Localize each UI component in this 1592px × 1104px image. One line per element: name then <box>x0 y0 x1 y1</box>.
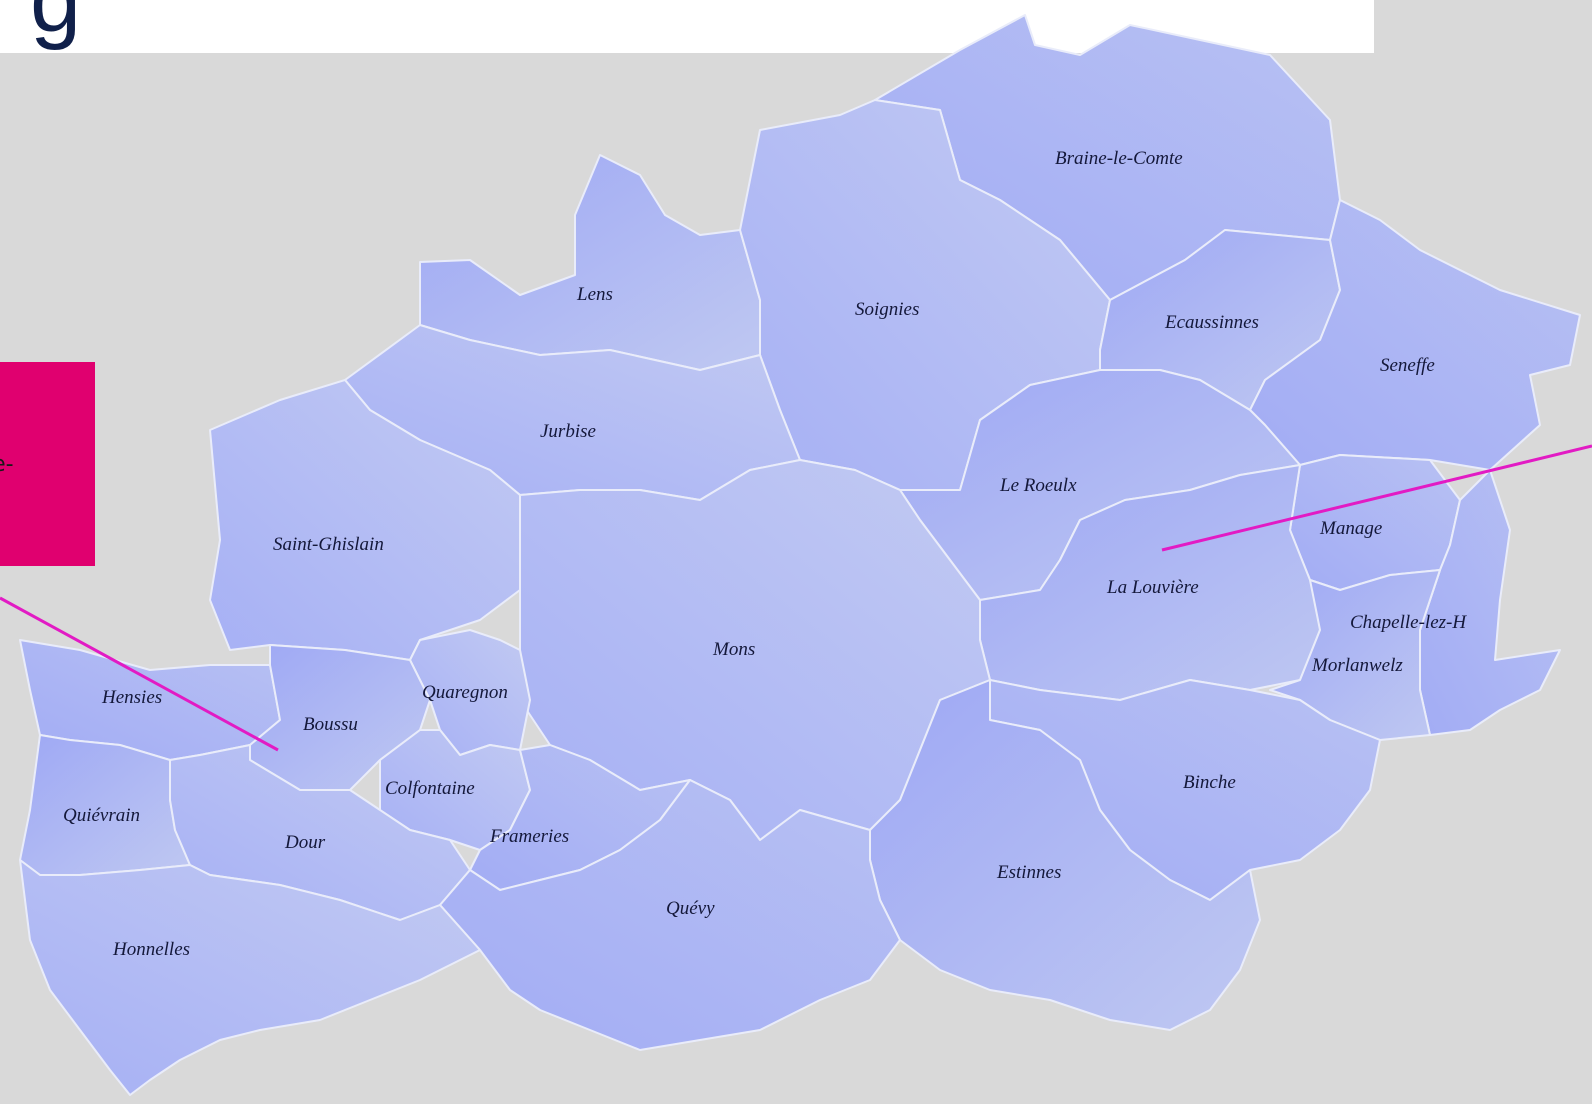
region-saint-ghislain[interactable] <box>209 379 521 661</box>
page-title-fragment: g <box>30 0 82 51</box>
label-chapelle-lez-h: Chapelle-lez-H <box>1350 612 1467 633</box>
leader-line-la-louviere <box>1161 444 1592 552</box>
label-hensies: Hensies <box>101 687 162 708</box>
label-lens: Lens <box>576 284 613 305</box>
region-quaregnon[interactable] <box>409 629 531 756</box>
region-honnelles[interactable] <box>19 859 481 1096</box>
label-mons: Mons <box>712 639 755 660</box>
leader-line-boussu <box>0 596 279 752</box>
label-quievrain: Quiévrain <box>63 805 140 826</box>
label-quaregnon: Quaregnon <box>422 682 508 703</box>
label-soignies: Soignies <box>855 299 919 320</box>
callout-box: ide- <box>0 362 95 566</box>
municipality-labels: Braine-le-Comte Lens Soignies Ecaussinne… <box>63 148 1467 960</box>
label-saint-ghislain: Saint-Ghislain <box>273 534 384 555</box>
municipality-polygons <box>19 14 1581 1096</box>
label-jurbise: Jurbise <box>540 421 596 442</box>
label-braine-le-comte: Braine-le-Comte <box>1055 148 1183 169</box>
label-frameries: Frameries <box>489 826 569 847</box>
label-dour: Dour <box>284 832 326 853</box>
label-binche: Binche <box>1183 772 1236 793</box>
label-seneffe: Seneffe <box>1380 355 1435 376</box>
region-lens[interactable] <box>419 154 761 371</box>
label-quevy: Quévy <box>666 898 715 919</box>
label-ecaussinnes: Ecaussinnes <box>1164 312 1259 333</box>
label-honnelles: Honnelles <box>112 939 190 960</box>
label-morlanwelz: Morlanwelz <box>1311 655 1403 676</box>
label-la-louviere: La Louvière <box>1106 577 1199 598</box>
label-le-roeulx: Le Roeulx <box>999 475 1077 496</box>
callout-text: ide- <box>0 452 14 477</box>
title-band: g <box>0 0 1374 53</box>
label-manage: Manage <box>1319 518 1382 539</box>
callout-leader-lines <box>0 444 1592 752</box>
label-estinnes: Estinnes <box>996 862 1061 883</box>
region-morlanwelz[interactable] <box>1269 569 1441 741</box>
label-boussu: Boussu <box>303 714 358 735</box>
label-colfontaine: Colfontaine <box>385 778 475 799</box>
region-quevy[interactable] <box>439 779 901 1051</box>
